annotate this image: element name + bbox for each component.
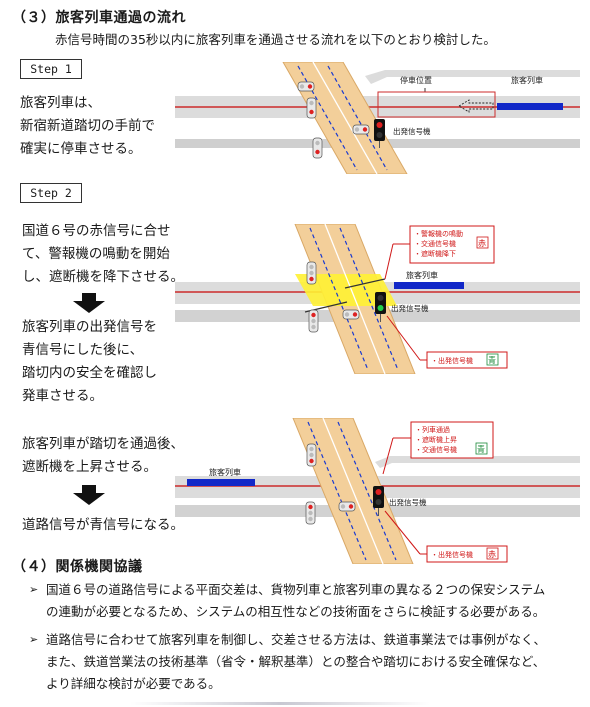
signal-state-badge xyxy=(475,442,488,455)
passenger-train xyxy=(497,103,563,110)
bullet-item: ➢ 国道６号の道路信号による平面交差は、貨物列車と旅客列車の異なる２つの保安シス… xyxy=(29,579,581,623)
badge-text: 赤 xyxy=(478,239,486,248)
step1-line: 旅客列車は、 xyxy=(20,95,101,111)
callout-line: ・遮断機降下 xyxy=(414,249,456,258)
step1-diagram: 出発信号機 停車位置 旅客列車 xyxy=(175,62,580,174)
step2-text-a: 国道６号の赤信号に合せ て、警報機の鳴動を開始 し、遮断機を降下させる。 xyxy=(22,220,184,289)
passenger-train xyxy=(394,282,464,289)
callout-line: ・警報機の鳴動 xyxy=(414,229,463,238)
bullet-line: 国道６号の道路信号による平面交差は、貨物列車と旅客列車の異なる２つの保安システム xyxy=(46,582,546,597)
track-branch xyxy=(375,456,580,468)
badge-text: 青 xyxy=(477,444,485,454)
crossing-signal-icon xyxy=(306,443,317,467)
road-centerline xyxy=(322,418,384,564)
barrier-arm xyxy=(344,278,386,289)
callout-leader xyxy=(384,510,421,555)
down-arrow-icon xyxy=(73,293,105,313)
down-arrow-icon xyxy=(73,485,105,505)
step2-line: 発車させる。 xyxy=(22,388,103,404)
road-flow-arrow xyxy=(337,421,397,561)
callout-leader xyxy=(384,243,394,280)
crossing-signal-icon xyxy=(306,97,317,119)
step2-diagram: 出発信号機 旅客列車 ・警報機の鳴動 ・交通信号機 ・遮断機降下 赤 ・出発信号… xyxy=(175,224,580,374)
road-flow-arrow xyxy=(309,227,369,371)
callout-line: ・交通信号機 xyxy=(415,445,457,454)
signal-state-badge xyxy=(486,353,499,366)
departure-signal-icon xyxy=(375,292,386,322)
step2-line: し、遮断機を降下させる。 xyxy=(22,269,184,285)
step1-line: 新宿新道踏切の手前で xyxy=(20,118,155,134)
bullet-line: より詳細な検討が必要である。 xyxy=(46,676,221,691)
section4-title: （４）関係機関協議 xyxy=(12,559,143,575)
departure-signal-icon xyxy=(373,486,384,516)
train-movement-arrow xyxy=(458,99,494,113)
road-flow-arrow xyxy=(307,421,367,561)
callout-line: ・出発信号機 xyxy=(431,356,473,365)
track-branch xyxy=(365,70,580,84)
road-flow-arrow xyxy=(297,65,358,171)
road-centerline xyxy=(324,224,386,374)
step1-text: 旅客列車は、 新宿新道踏切の手前で 確実に停車させる。 xyxy=(20,92,155,161)
crossing-signal-icon xyxy=(305,501,316,525)
stop-position-label: 停車位置 xyxy=(400,75,432,85)
step2-line: 国道６号の赤信号に合せ xyxy=(22,223,171,239)
departure-signal-icon xyxy=(374,119,385,148)
step2-line: 踏切内の安全を確認し xyxy=(22,365,157,381)
step3-diagram: 出発信号機 旅客列車 ・列車通過 ・遮断機上昇 ・交通信号機 青 ・出発信号機 … xyxy=(175,418,580,564)
step1-line: 確実に停車させる。 xyxy=(20,141,142,157)
step3-text-a: 旅客列車が踏切を通過後、 遮断機を上昇させる。 xyxy=(22,433,184,479)
road-flow-arrow xyxy=(339,227,399,371)
bullet-arrow-icon: ➢ xyxy=(29,633,39,646)
crossing-signal-icon xyxy=(297,81,315,92)
crossing-signal-icon xyxy=(306,261,317,285)
section3-title: （３）旅客列車通過の流れ xyxy=(12,10,186,26)
callout-line: ・遮断機上昇 xyxy=(415,435,457,444)
road-flow-arrow xyxy=(327,65,388,171)
step3-line: 旅客列車が踏切を通過後、 xyxy=(22,436,184,452)
crossing-signal-icon xyxy=(342,309,360,320)
callout-leader xyxy=(382,437,394,475)
signal-label: 出発信号機 xyxy=(393,126,431,136)
bullet-line: 道路信号に合わせて旅客列車を制御し、交差させる方法は、鉄道事業法では事例がなく、 xyxy=(46,632,547,647)
bullet-arrow-icon: ➢ xyxy=(29,583,39,596)
bullet-item: ➢ 道路信号に合わせて旅客列車を制御し、交差させる方法は、鉄道事業法では事例がな… xyxy=(29,629,581,695)
signal-state-badge xyxy=(476,236,489,249)
crossing-signal-icon xyxy=(352,124,370,135)
callout-line: ・出発信号機 xyxy=(431,550,473,559)
step2-label: Step 2 xyxy=(20,183,82,203)
callout-line: ・交通信号機 xyxy=(414,239,456,248)
badge-text: 赤 xyxy=(488,550,496,559)
step2-line: て、警報機の鳴動を開始 xyxy=(22,246,170,262)
signal-label: 出発信号機 xyxy=(391,303,429,313)
road-centerline xyxy=(312,62,378,174)
train-label: 旅客列車 xyxy=(209,467,241,477)
section3-subtitle: 赤信号時間の35秒以内に旅客列車を通過させる流れを以下のとおり検討した。 xyxy=(55,32,496,47)
step2-line: 青信号にした後に、 xyxy=(22,342,144,358)
crossing-signal-icon xyxy=(312,137,323,159)
bullet-line: の連動が必要となるため、システムの相互性などの技術面をさらに検証する必要がある。 xyxy=(46,604,546,619)
callout-leader xyxy=(386,315,421,361)
passenger-train xyxy=(187,479,255,486)
step3-line: 道路信号が青信号になる。 xyxy=(22,517,184,533)
callout-line: ・列車通過 xyxy=(415,425,450,434)
step2-line: 旅客列車の出発信号を xyxy=(22,319,157,335)
signal-state-badge xyxy=(486,547,499,560)
step3-line: 遮断機を上昇させる。 xyxy=(22,459,157,475)
crossing-signal-icon xyxy=(338,501,356,512)
crossing-signal-icon xyxy=(308,309,319,333)
step1-label: Step 1 xyxy=(20,59,82,79)
badge-text: 青 xyxy=(488,355,496,365)
stop-zone xyxy=(377,91,496,118)
step2-text-b: 旅客列車の出発信号を 青信号にした後に、 踏切内の安全を確認し 発車させる。 xyxy=(22,316,157,408)
footer-divider xyxy=(130,702,430,705)
signal-label: 出発信号機 xyxy=(389,497,427,507)
train-label: 旅客列車 xyxy=(406,270,438,280)
step3-text-b: 道路信号が青信号になる。 xyxy=(22,514,184,537)
train-label: 旅客列車 xyxy=(511,75,543,85)
bullet-line: また、鉄道営業法の技術基準（省令・解釈基準）との整合や踏切における安全確保など、 xyxy=(46,654,546,669)
